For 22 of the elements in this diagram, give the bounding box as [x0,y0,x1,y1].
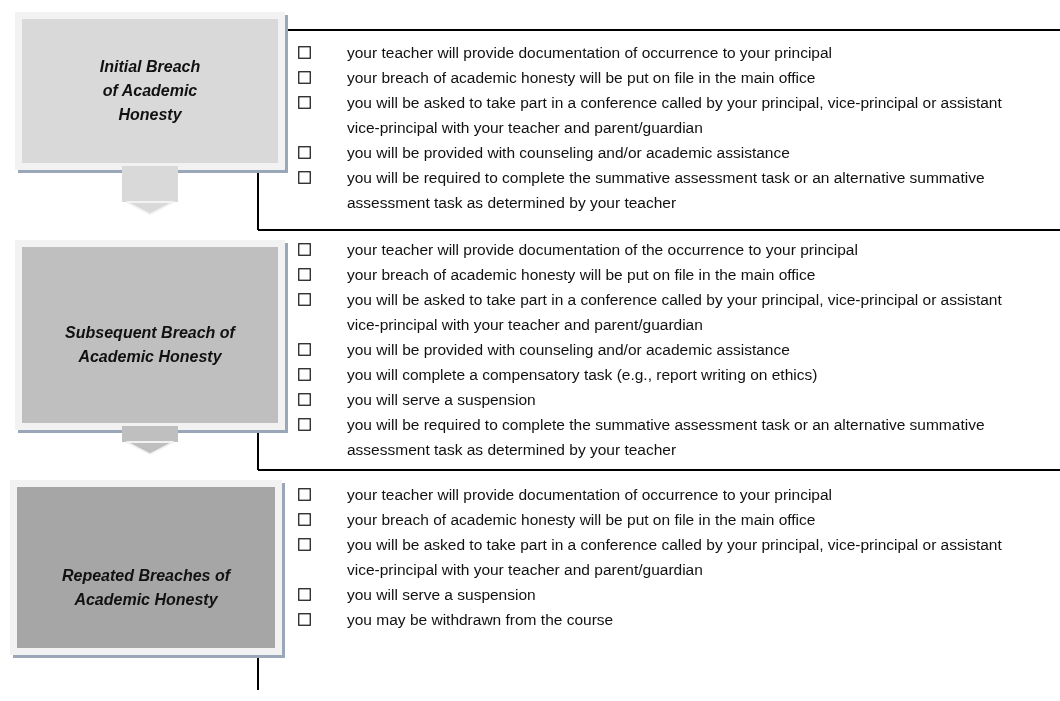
stage-title: Initial Breach of Academic Honesty [98,57,202,125]
stage-box [10,480,282,655]
checklist-item: you will serve a suspension [347,390,537,410]
stage-box [15,12,285,170]
checklist-item: your teacher will provide documentation of occurrence to your principal [347,485,834,505]
stage-title: Repeated Breaches of Academic Honesty [60,565,233,610]
checklist-item: you will be provided with counseling and/or academic assistance [347,340,791,360]
checklist-item: you will be required to complete the summative assessment task or an alternative summative assessment task as determined by your teacher [347,168,986,213]
stage-box [15,240,285,430]
checklist-item: you will be provided with counseling and/or academic assistance [347,143,791,163]
down-arrow [122,166,178,216]
checklist-item: you will be required to complete the summative assessment task or an alternative summative assessment task as determined by your teacher [347,415,986,460]
checklist-item: your teacher will provide documentation of occurrence to your principal [347,43,834,63]
checklist-item: your breach of academic honesty will be put on file in the main office [347,68,817,88]
checklist-item: you will serve a suspension [347,585,537,605]
checklist-item: your teacher will provide documentation of the occurrence to your principal [347,240,859,260]
checklist-item: your breach of academic honesty will be put on file in the main office [347,265,817,285]
down-arrow [122,426,178,456]
checklist-item: your breach of academic honesty will be put on file in the main office [347,510,817,530]
stage-title: Subsequent Breach of Academic Honesty [64,323,237,367]
checklist-item: you may be withdrawn from the course [347,610,615,630]
checklist-item: you will complete a compensatory task (e.g., report writing on ethics) [347,365,819,385]
